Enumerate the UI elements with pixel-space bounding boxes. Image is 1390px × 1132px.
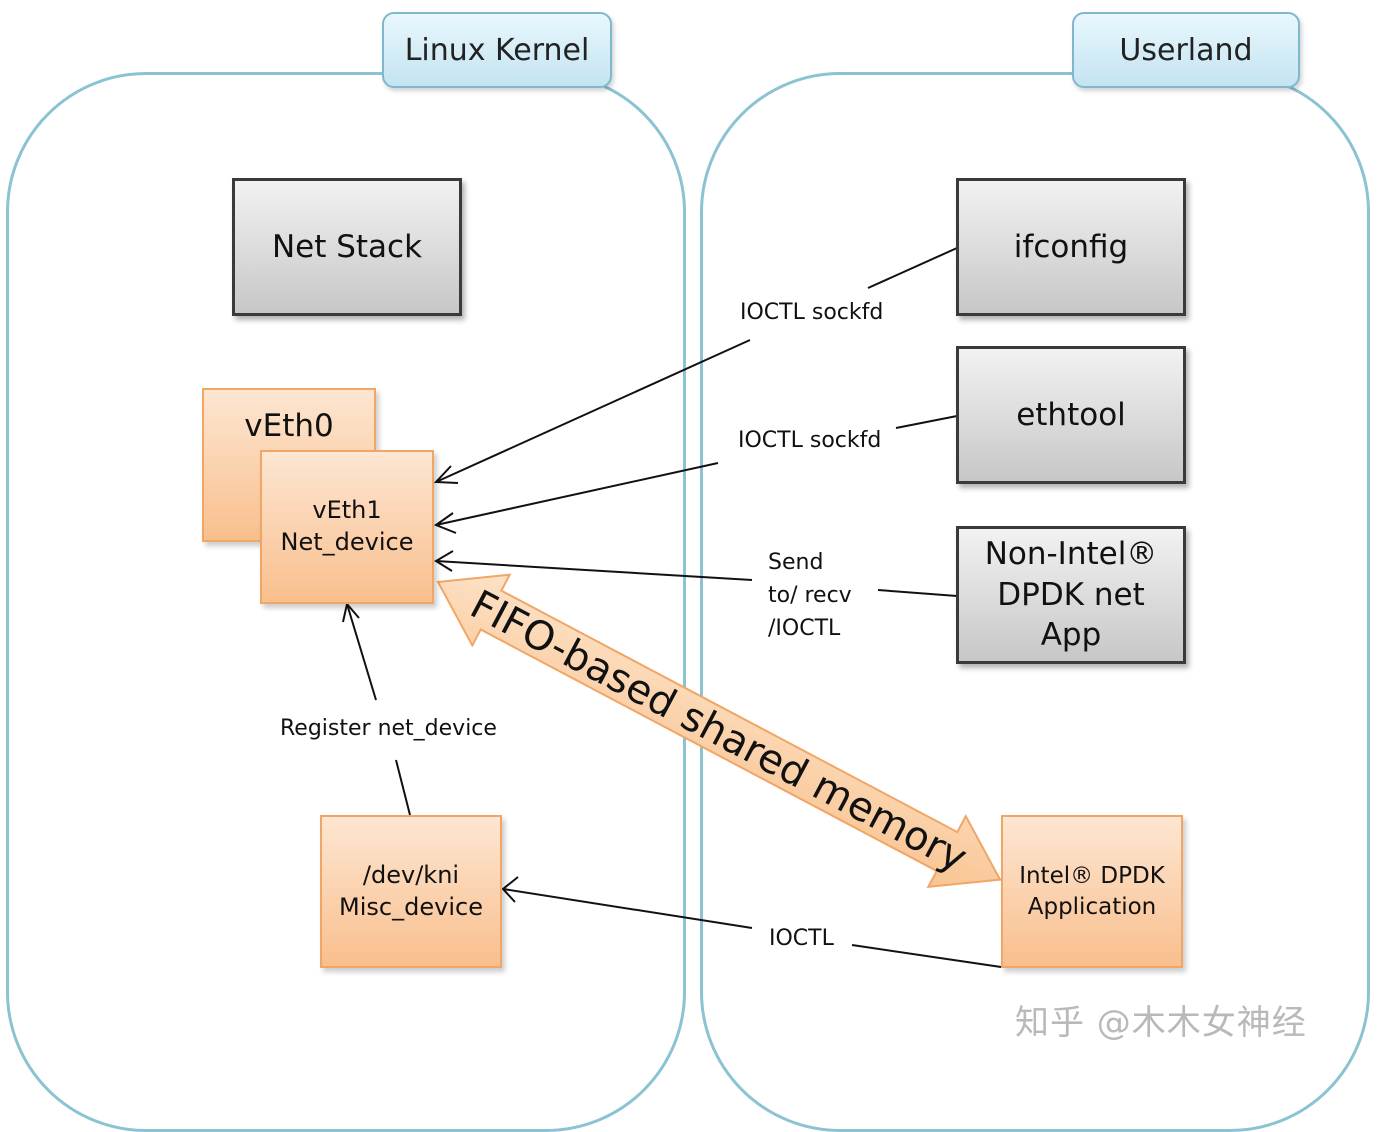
app-arrow-line [435,560,753,581]
linux-kernel-tab: Linux Kernel [382,12,612,88]
register-arrowhead [342,601,360,623]
register-connector-line [395,759,411,816]
ethtool-arrow-line [435,462,719,526]
app-arrowhead [434,550,454,572]
ifconfig-connector-line [867,247,958,289]
ifconfig-arrowhead [433,465,459,484]
ethtool-ioctl-label: IOCTL sockfd [738,428,882,453]
userland-tab: Userland [1072,12,1300,88]
intel-dpdk-application-box: Intel® DPDK Application [1001,815,1183,968]
kni-connector-line [851,944,1002,968]
register-arrow-line [346,603,377,701]
net-stack-box: Net Stack [232,178,462,316]
zhihu-watermark: 知乎 @木木女神经 [1015,1003,1307,1043]
ifconfig-box: ifconfig [956,178,1186,316]
fifo-shared-memory-arrow [436,573,1002,889]
dev-kni-misc-device-box: /dev/kni Misc_device [320,815,502,968]
kni-arrow-line [502,888,753,929]
diagram-canvas: FIFO-based shared memory Linux Kernel Us… [6,12,1370,1132]
kni-ioctl-label: IOCTL [769,926,834,951]
connectors-layer: FIFO-based shared memory [342,247,1002,968]
veth1-net-device-box: vEth1 Net_device [260,450,434,604]
ethtool-box: ethtool [956,346,1186,484]
kni-arrowhead [501,876,519,903]
ifconfig-ioctl-label: IOCTL sockfd [740,300,884,325]
ifconfig-arrow-line [435,339,751,483]
app-connector-line [877,589,958,597]
register-net-device-label: Register net_device [280,716,497,741]
send-recv-ioctl-label: Send to/ recv /IOCTL [768,550,852,641]
non-intel-dpdk-app-box: Non-Intel® DPDK net App [956,526,1186,664]
fifo-shared-memory-label: FIFO-based shared memory [463,582,975,882]
ethtool-arrowhead [433,512,457,534]
ethtool-connector-line [895,415,958,429]
